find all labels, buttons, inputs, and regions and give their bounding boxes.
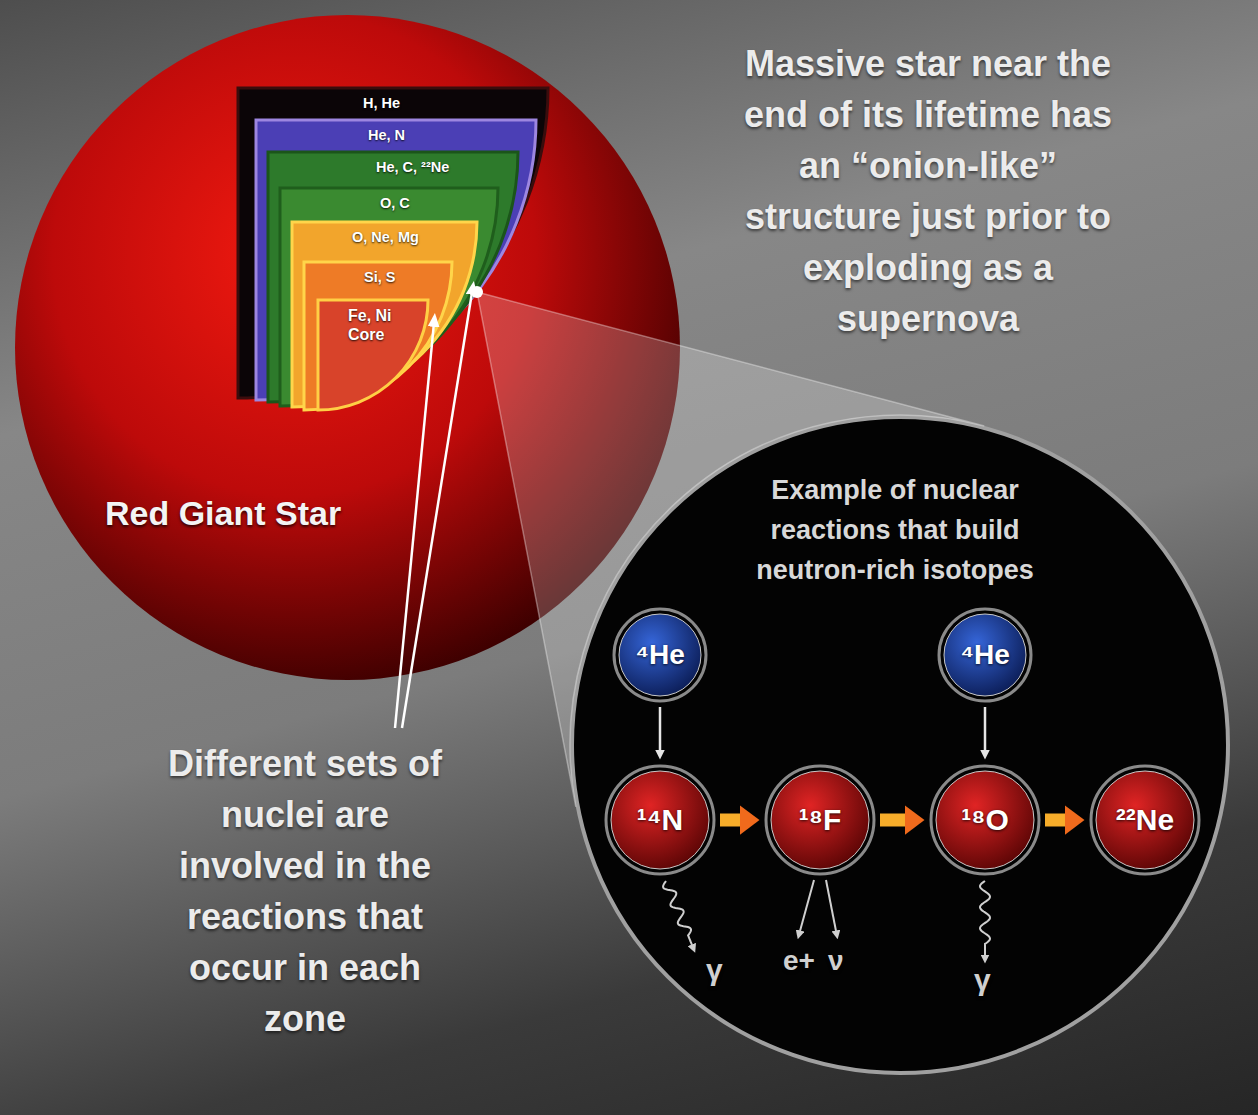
node-label: ¹⁴N [637, 803, 684, 837]
label-holder: ν [828, 944, 844, 978]
node-label: O, Ne, Mg [352, 228, 477, 247]
node-label: Fe, Ni Core [348, 306, 410, 344]
node-label: ⁴He [635, 639, 685, 671]
label-holder: Massive star near the end of its lifetim… [723, 38, 1133, 344]
label-holder: γ [974, 962, 991, 998]
node-label: He, C, ²²Ne [376, 158, 518, 177]
shell-band: Si, S Fe, Ni Core [304, 262, 452, 410]
emission-arrow [826, 880, 836, 931]
node-label: O, C [380, 194, 498, 213]
nucleus-body [619, 614, 701, 696]
isotope-nucleus: ¹⁸F [764, 764, 876, 876]
capture-arrow [984, 707, 987, 750]
shell-band: He, C, ²²Ne O, C O, Ne, Mg Si, S Fe, Ni Core [268, 152, 518, 402]
nucleus-ring [931, 766, 1039, 874]
nucleus-ring [766, 766, 874, 874]
isotope-nucleus: ¹⁴N [604, 764, 716, 876]
core-band: Fe, Ni Core [318, 300, 428, 410]
neutrino-symbol: ν [828, 944, 844, 978]
node-label: ²²Ne [1116, 803, 1174, 837]
reaction-arrow [1045, 814, 1065, 827]
label-holder: Different sets of nuclei are involved in… [155, 738, 455, 1044]
zoom-circle-shape [570, 415, 1230, 1075]
nucleus-body [1096, 771, 1194, 869]
nucleus-ring [939, 609, 1031, 701]
shell-band: O, Ne, Mg Si, S Fe, Ni Core [292, 222, 477, 407]
nucleus-ring [1091, 766, 1199, 874]
band-fill [304, 262, 452, 410]
gamma-symbol: γ [706, 952, 723, 988]
nucleus-ring [614, 609, 706, 701]
leader-arrow [395, 326, 434, 728]
positron-symbol: e+ [783, 944, 815, 978]
emission-arrow [980, 881, 990, 955]
zoom-spot [471, 286, 483, 298]
zoom-title: Example of nuclear reactions that build … [725, 470, 1065, 590]
star-body [15, 15, 680, 680]
shell-band: O, C O, Ne, Mg Si, S Fe, Ni Core [280, 188, 498, 406]
gamma-symbol: γ [974, 962, 991, 998]
reaction-arrow [720, 814, 740, 827]
star-sphere: Red Giant StarH, HeHe, NHe, C, ²²NeO, CO… [15, 15, 680, 680]
node-label: ¹⁸O [961, 803, 1009, 837]
band-fill [318, 300, 428, 410]
star-label: Red Giant Star [105, 493, 680, 533]
isotope-nucleus: ¹⁸O [929, 764, 1041, 876]
helium-nucleus: ⁴He [612, 607, 708, 703]
zoom-circle: Example of nuclear reactions that build … [570, 415, 1230, 1075]
shell-band: H, He He, N He, C, ²²Ne O, C O, Ne, Mg Si, S F… [238, 88, 548, 398]
node-label: ¹⁸F [799, 803, 842, 837]
emission-arrow [663, 881, 692, 945]
emission-arrow [800, 880, 814, 931]
nucleus-body [771, 771, 869, 869]
zone-note: Different sets of nuclei are involved in… [155, 738, 455, 1044]
leader-arrow [402, 294, 472, 728]
node-label: ⁴He [960, 639, 1010, 671]
nucleus-body [936, 771, 1034, 869]
isotope-nucleus: ²²Ne [1089, 764, 1201, 876]
zoom-disc [572, 417, 1228, 1073]
reaction-arrow [880, 814, 905, 827]
label-holder: γ [706, 952, 723, 988]
zoom-cone [477, 292, 984, 807]
helium-nucleus: ⁴He [937, 607, 1033, 703]
nucleus-body [611, 771, 709, 869]
nucleus-body [944, 614, 1026, 696]
capture-arrow [659, 707, 662, 750]
label-holder: e+ [783, 944, 815, 978]
node-label: H, He [363, 94, 548, 113]
node-label: He, N [368, 126, 536, 145]
shell-band: He, N He, C, ²²Ne O, C O, Ne, Mg Si, S Fe, Ni… [256, 120, 536, 400]
nucleus-ring [606, 766, 714, 874]
node-label: Si, S [364, 268, 452, 287]
description-text: Massive star near the end of its lifetim… [723, 38, 1133, 344]
